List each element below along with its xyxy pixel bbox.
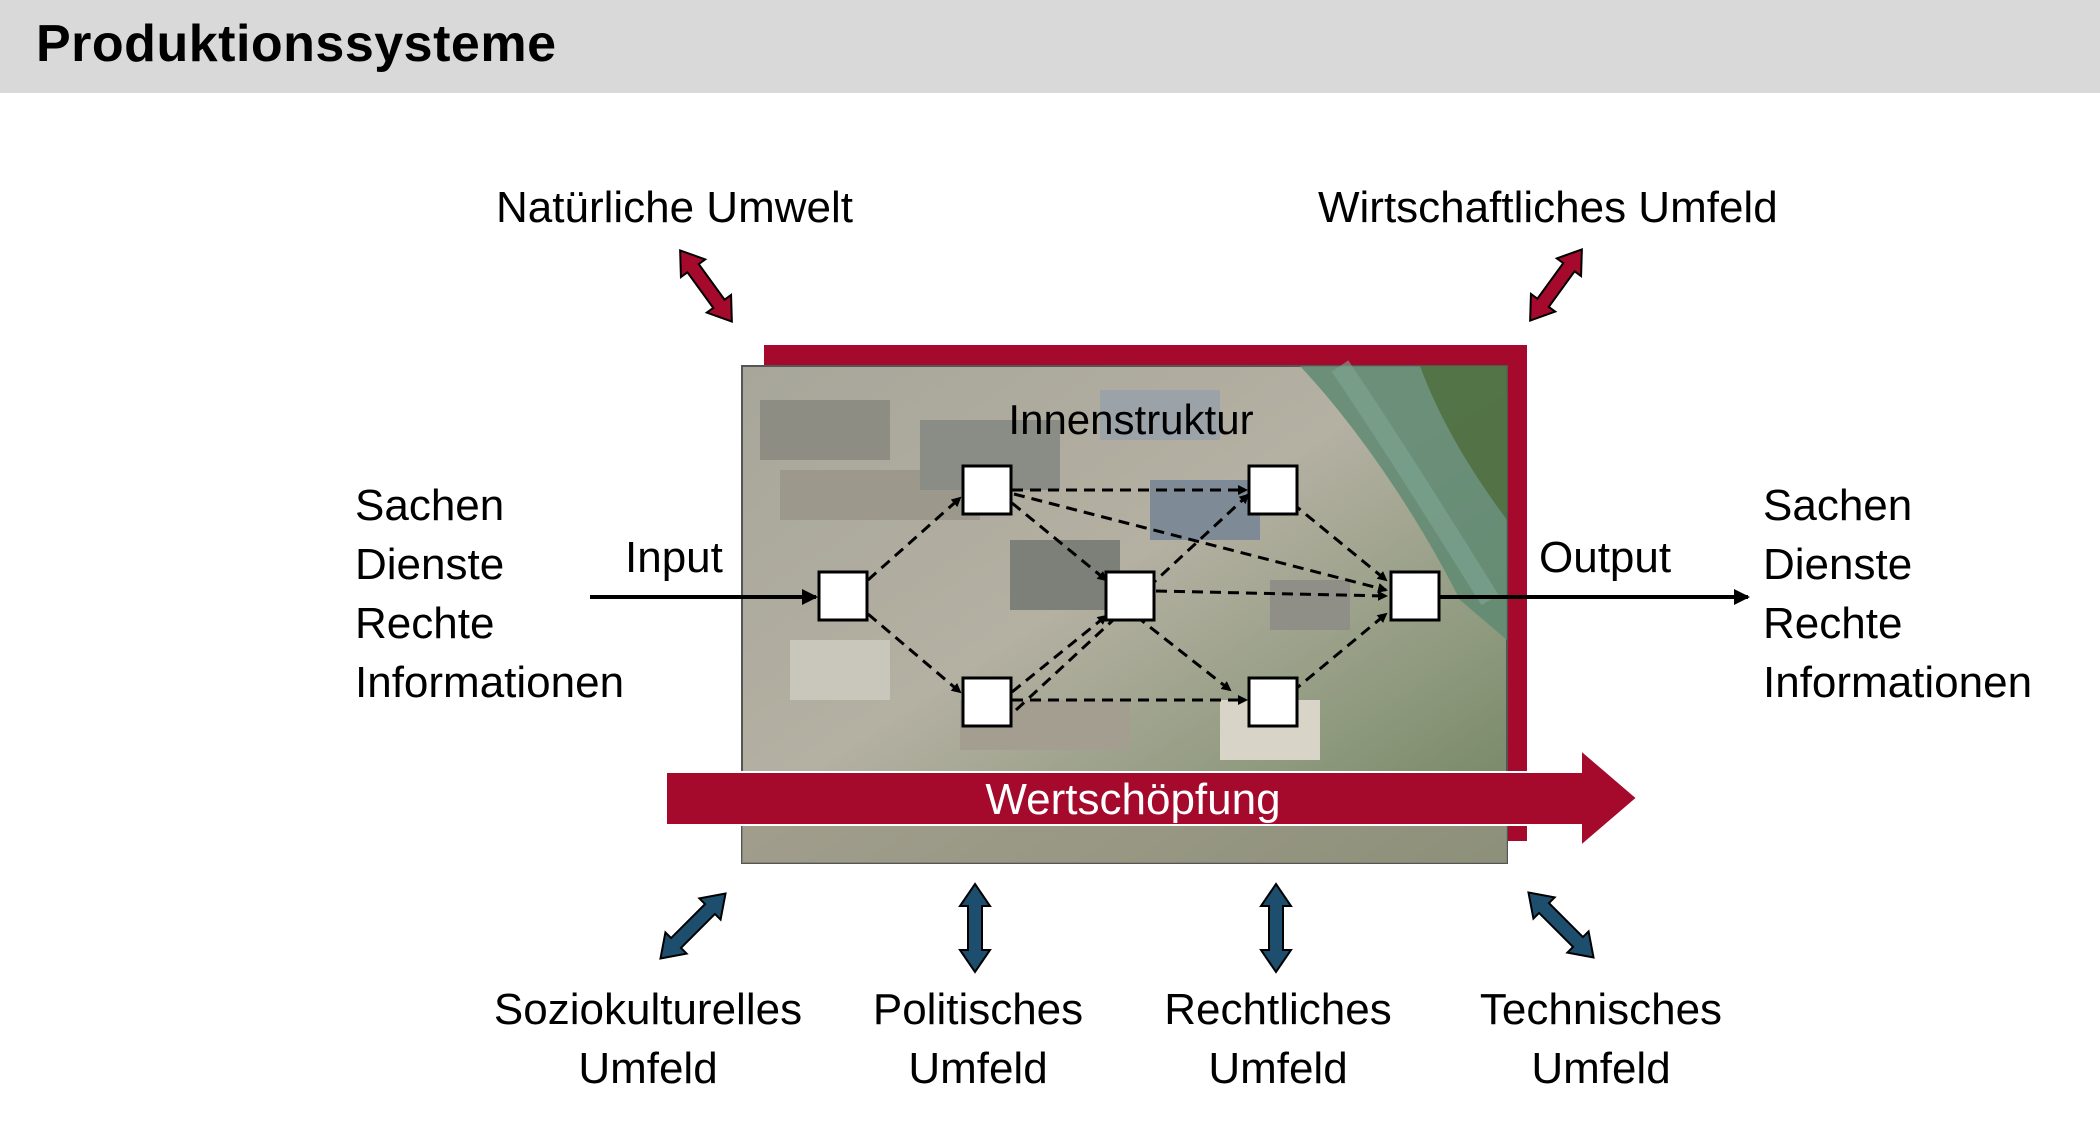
input-items-list: Sachen Dienste Rechte Informationen <box>355 476 624 712</box>
natural-environment-arrow-icon <box>679 248 733 324</box>
input-item: Dienste <box>355 540 505 589</box>
process-node-lower-right <box>1247 676 1299 728</box>
input-item: Informationen <box>355 658 625 707</box>
sociocultural-environment-arrow-icon <box>659 892 727 960</box>
legal-line-2: Umfeld <box>1208 1044 1348 1093</box>
output-item: Informationen <box>1763 658 2033 707</box>
technical-environment-label: Technisches Umfeld <box>1441 980 1761 1098</box>
legal-line-1: Rechtliches <box>1164 985 1392 1034</box>
economic-environment-arrow-icon <box>1529 247 1583 323</box>
political-line-2: Umfeld <box>908 1044 1048 1093</box>
inner-structure-connections <box>867 485 1388 712</box>
process-node-upper-left <box>961 464 1013 516</box>
value-creation-arrow <box>665 747 1639 849</box>
political-environment-arrow-icon <box>958 882 992 974</box>
sociocultural-line-1: Soziokulturelles <box>493 985 803 1034</box>
legal-environment-arrow-icon <box>1259 882 1293 974</box>
input-item: Sachen <box>355 481 505 530</box>
input-label: Input <box>625 533 723 582</box>
natural-environment-label: Natürliche Umwelt <box>496 183 853 232</box>
header-bar: Produktionssysteme <box>0 0 2100 93</box>
value-creation-label: Wertschöpfung <box>985 775 1280 824</box>
economic-environment-label: Wirtschaftliches Umfeld <box>1318 183 1778 232</box>
output-item: Dienste <box>1763 540 1913 589</box>
output-items-list: Sachen Dienste Rechte Informationen <box>1763 476 2032 712</box>
sociocultural-line-2: Umfeld <box>578 1044 718 1093</box>
political-line-1: Politisches <box>872 985 1084 1034</box>
technical-environment-arrow-icon <box>1527 891 1595 959</box>
process-node-output <box>1389 570 1441 622</box>
page-title: Produktionssysteme <box>36 15 557 73</box>
technical-line-2: Umfeld <box>1531 1044 1671 1093</box>
output-item: Sachen <box>1763 481 1913 530</box>
sociocultural-environment-label: Soziokulturelles Umfeld <box>488 980 808 1098</box>
legal-environment-label: Rechtliches Umfeld <box>1118 980 1438 1098</box>
process-node-center <box>1104 570 1156 622</box>
process-node-upper-right <box>1247 464 1299 516</box>
inner-structure-label: Innenstruktur <box>1008 396 1253 443</box>
input-item: Rechte <box>355 599 495 648</box>
political-environment-label: Politisches Umfeld <box>818 980 1138 1098</box>
technical-line-1: Technisches <box>1479 985 1723 1034</box>
process-node-lower-left <box>961 676 1013 728</box>
process-node-input <box>817 570 869 622</box>
output-item: Rechte <box>1763 599 1903 648</box>
output-label: Output <box>1539 533 1672 582</box>
